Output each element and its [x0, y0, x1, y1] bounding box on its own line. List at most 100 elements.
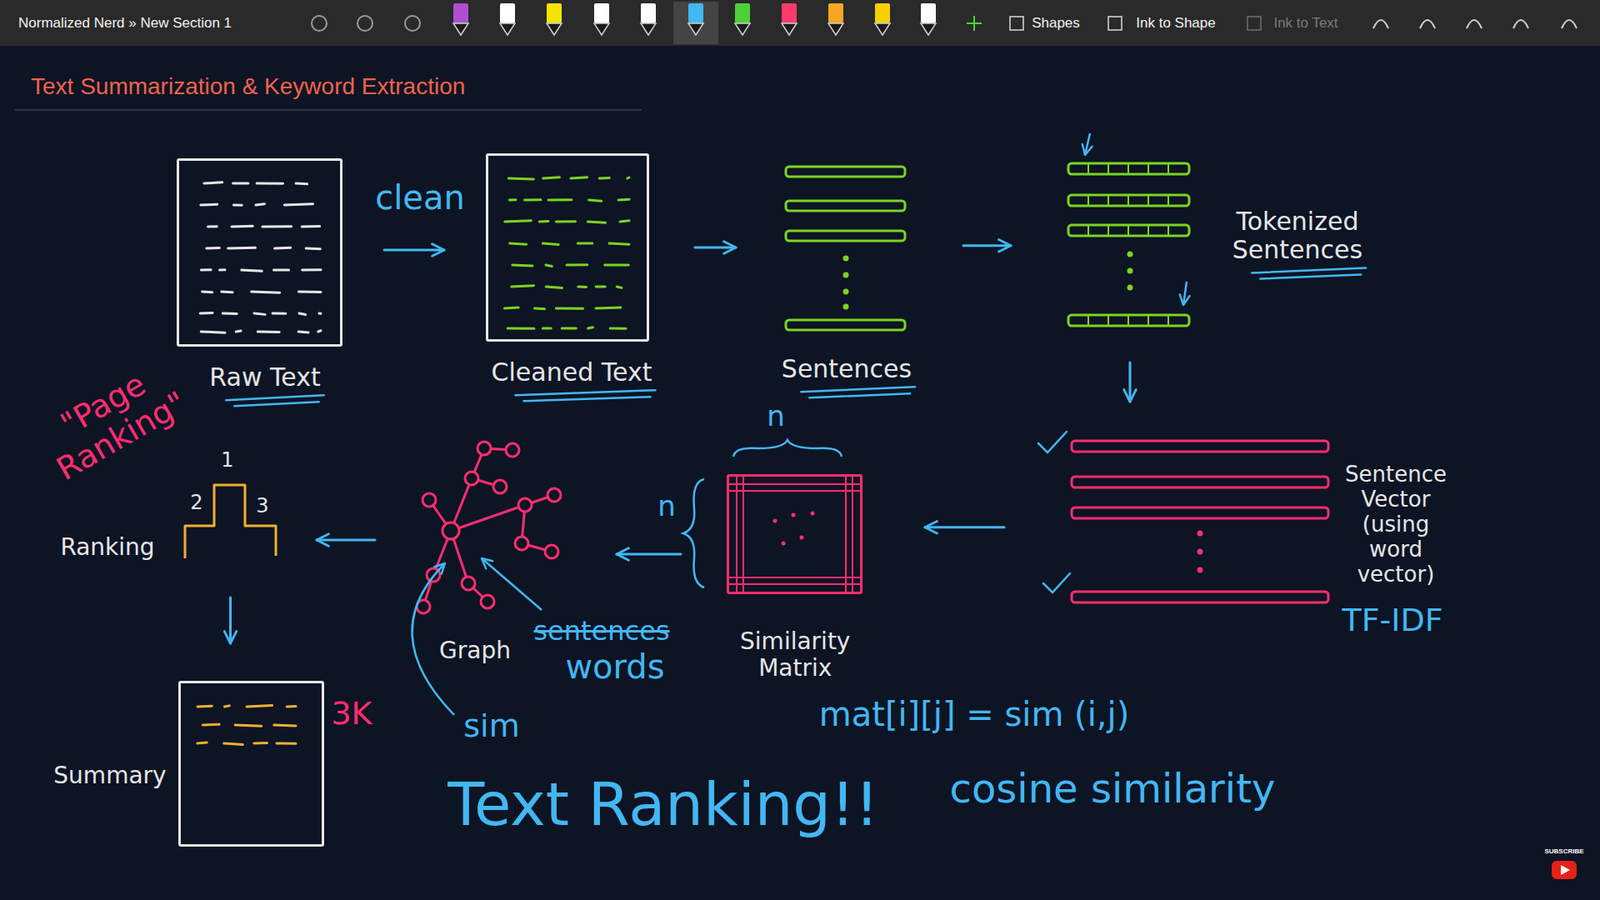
node-label: Sentences: [781, 355, 912, 385]
pointer-arrow: [481, 558, 542, 610]
text-scribble: [299, 313, 306, 315]
bar-divider: [1147, 163, 1150, 175]
text-scribble: [298, 330, 309, 335]
underline-stroke: [225, 395, 324, 400]
text-scribble: [295, 182, 308, 186]
annotation-label: sentences: [533, 615, 670, 647]
text-scribble: [504, 306, 519, 310]
text-scribble: [578, 285, 587, 290]
annotation-label: words: [565, 647, 665, 686]
graph-vertex: [505, 443, 520, 457]
token-pointer: [1085, 133, 1090, 155]
bar: [785, 200, 905, 211]
ellipsis-dot: [1197, 567, 1204, 574]
toolbar-icon: [1513, 20, 1529, 29]
annotation-label: Normalized Nerd » New Section 1: [18, 15, 232, 32]
toolbar-bar: [0, 0, 1600, 46]
text-scribble: [197, 742, 207, 744]
annotation-label: "Page Ranking": [22, 347, 204, 495]
text-scribble: [595, 306, 621, 310]
ellipsis-dot: [843, 272, 850, 279]
text-scribble: [262, 225, 292, 228]
bar: [1071, 440, 1329, 452]
pen-icon: [781, 3, 797, 24]
matrix-dot: [781, 541, 786, 546]
text-scribble: [609, 243, 630, 245]
text-scribble: [222, 312, 237, 316]
pen-icon: [688, 3, 704, 24]
text-scribble: [272, 312, 286, 315]
node-label: Graph: [439, 637, 511, 665]
bar-divider: [1127, 195, 1130, 206]
annotation-label: 3: [255, 495, 269, 519]
text-scribble: [200, 268, 211, 271]
text-scribble: [202, 723, 220, 727]
shapes-icon: [1010, 16, 1024, 30]
pen-tip: [828, 23, 844, 35]
flow-arrow: [229, 597, 232, 644]
bar-divider: [1087, 195, 1090, 206]
toolbar-icon: [1466, 20, 1482, 29]
sentence-stack: Sentences: [781, 161, 910, 334]
pen-icon: [594, 3, 610, 24]
text-scribble: [246, 705, 273, 707]
text-scribble: [319, 312, 321, 315]
text-scribble: [305, 247, 320, 251]
add-pen-icon: [966, 15, 982, 31]
graph-vertex: [518, 498, 532, 512]
brace: [733, 440, 842, 457]
text-scribble: [509, 198, 516, 201]
ellipsis-dot: [1127, 251, 1134, 258]
video-badge: [1551, 860, 1577, 880]
bar: [785, 230, 905, 241]
graph-vertex: [477, 441, 491, 455]
annotation-label: sim: [463, 708, 520, 745]
matrix-line: [735, 475, 738, 593]
underline-stroke: [523, 396, 650, 401]
text-scribble: [204, 182, 223, 184]
bar: [785, 166, 905, 177]
text-scribble: [589, 200, 602, 201]
underline-stroke: [1251, 268, 1366, 274]
ellipsis-dot: [1197, 549, 1204, 555]
annotation-label: cosine similarity: [950, 765, 1276, 812]
text-scribble: [284, 204, 313, 205]
text-scribble: [233, 182, 249, 185]
text-scribble: [542, 243, 559, 245]
bar: [785, 320, 905, 330]
bar-divider: [1167, 163, 1170, 175]
text-scribble: [274, 246, 290, 250]
text-scribble: [251, 291, 280, 293]
bar-divider: [1107, 163, 1110, 175]
bar: [1071, 476, 1329, 488]
text-scribble: [542, 326, 551, 330]
bar-divider: [1087, 163, 1090, 175]
matrix-line: [851, 475, 854, 593]
pen-icon: [640, 3, 656, 24]
annotation-label: Ink to Shape: [1135, 15, 1215, 32]
pen-icon: [453, 3, 469, 24]
bar-divider: [1147, 225, 1150, 236]
check-mark: [1038, 431, 1067, 453]
text-scribble: [257, 330, 280, 334]
text-scribble: [543, 177, 560, 179]
graph-vertex: [480, 595, 495, 609]
annotation-label: n: [657, 490, 676, 523]
node-label: Similarity Matrix: [730, 628, 861, 682]
graph-vertex: [465, 471, 479, 485]
flow-arrow: [925, 525, 1005, 529]
text-scribble: [197, 705, 212, 709]
pen-icon: [546, 3, 562, 24]
graph-edge: [450, 505, 525, 531]
pen-icon: [828, 3, 844, 24]
bar: [1071, 591, 1329, 603]
ink-shape-icon: [1108, 16, 1122, 30]
annotation-label: TF-IDF: [1341, 602, 1443, 640]
text-scribble: [299, 290, 321, 294]
tool-icon: [357, 15, 373, 31]
text-scribble: [273, 268, 289, 271]
matrix-dot: [810, 511, 815, 516]
